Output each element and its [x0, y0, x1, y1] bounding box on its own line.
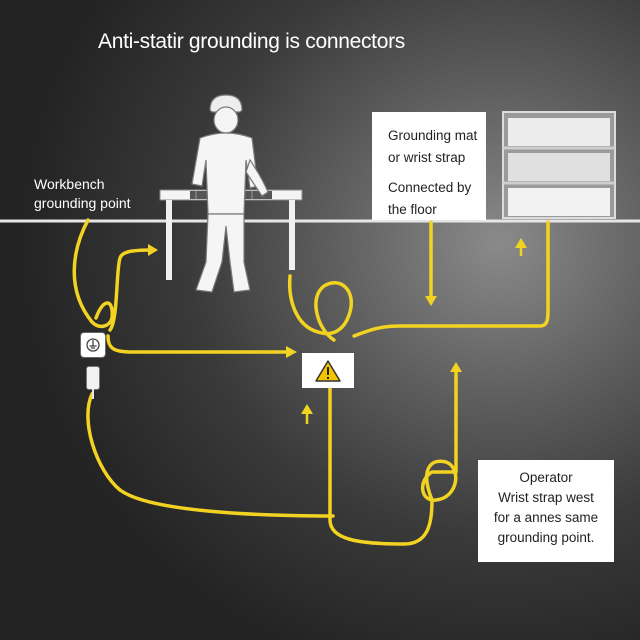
operator-line3: for a annes same — [493, 510, 599, 525]
arrow-right-warning — [286, 346, 297, 358]
plug-icon — [86, 366, 100, 399]
warning-icon — [315, 359, 341, 382]
grounding-wires — [72, 218, 550, 546]
mat-line2: or wrist strap — [388, 150, 466, 165]
flow-arrows — [148, 238, 527, 414]
operator-line4: grounding point. — [497, 530, 595, 545]
workbench-label-line1: Workbench — [34, 176, 105, 192]
mat-line4: the floor — [388, 202, 437, 217]
outlet-icon — [80, 332, 106, 358]
mat-line1: Grounding mat — [388, 128, 478, 143]
arrow-up-shelf — [515, 238, 527, 248]
arrow-right-bench — [148, 244, 158, 256]
grounding-mat-callout: Grounding mat or wrist strap Connected b… — [372, 112, 486, 220]
worker-figure — [191, 94, 269, 293]
warning-sign — [302, 353, 354, 388]
arrow-up-right — [450, 362, 462, 372]
shelving-rack — [502, 111, 616, 219]
operator-line2: Wrist strap west — [498, 490, 594, 505]
diagram-title: Anti-statir grounding is connectors — [98, 30, 405, 53]
operator-callout: Operator Wrist strap west for a annes sa… — [478, 460, 614, 562]
mat-line3: Connected by — [388, 180, 472, 195]
arrow-up-left — [301, 404, 313, 414]
operator-line1: Operator — [519, 470, 573, 485]
workbench-grounding-label: Workbench grounding point — [34, 175, 131, 213]
workbench-label-line2: grounding point — [34, 195, 131, 211]
ground-symbol-icon — [86, 338, 100, 352]
arrow-down-mat — [425, 296, 437, 306]
